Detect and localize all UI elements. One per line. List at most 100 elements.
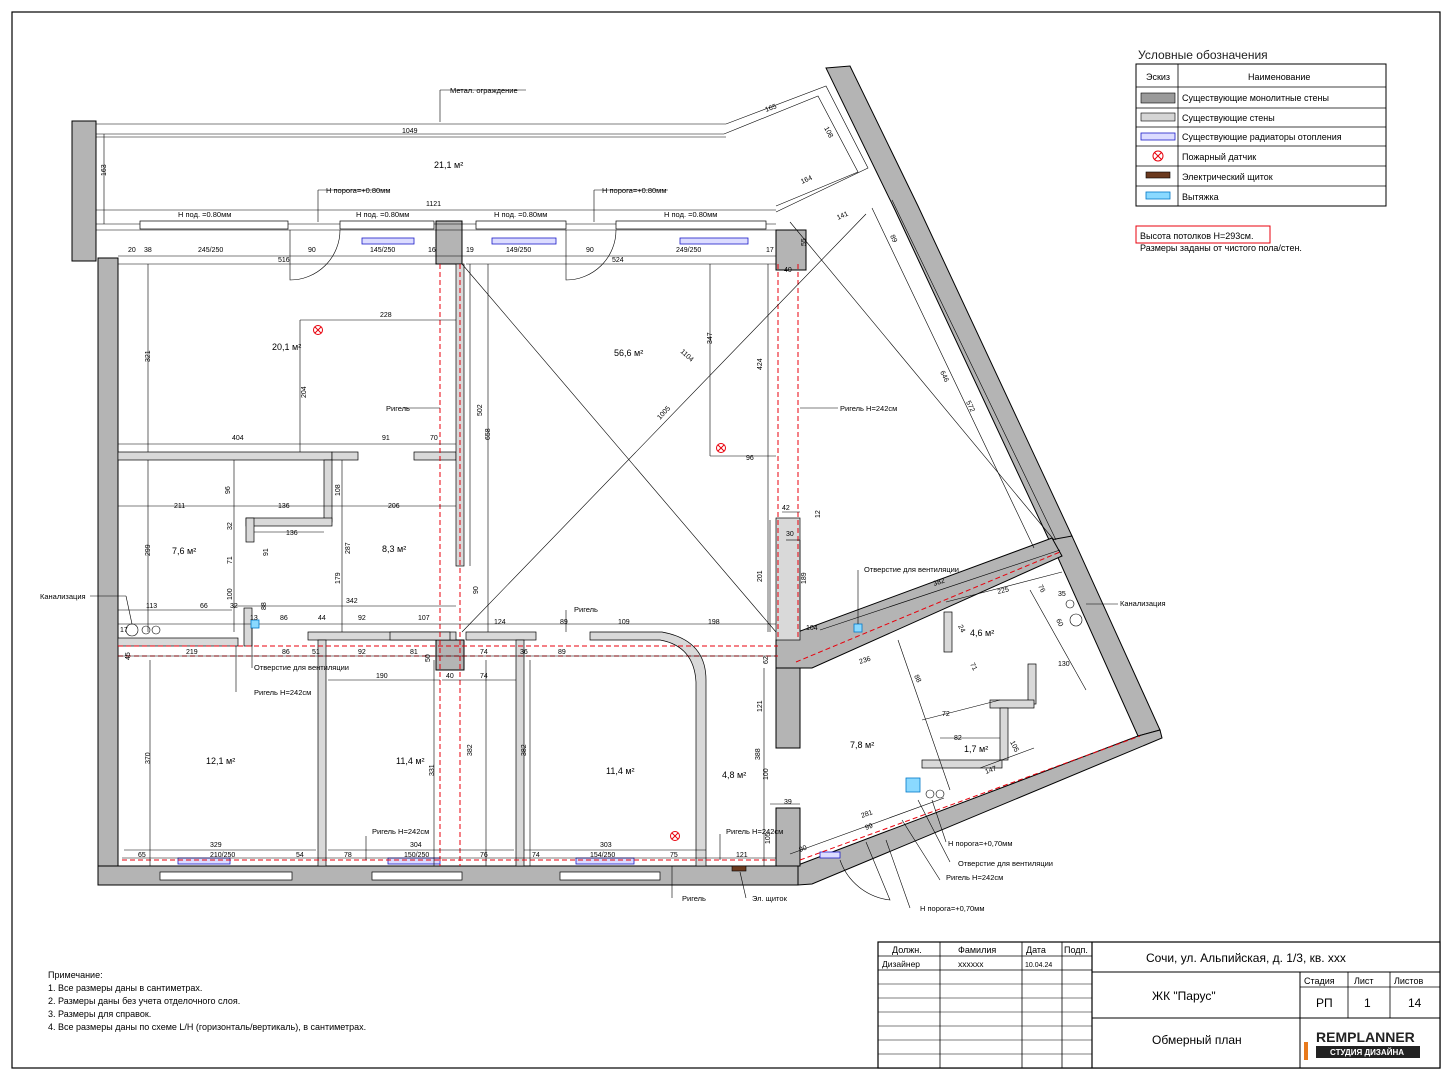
dimensions: 1049 1121 163 165 108 164 141 20 38 245/…: [101, 103, 1070, 859]
dimension-lines: [96, 136, 1087, 866]
dimension-value: 113: [146, 603, 157, 610]
ceiling-height: Высота потолков H=293см.: [1140, 231, 1253, 241]
logo-bar: [1304, 1042, 1308, 1060]
room-area: 7,8 м²: [850, 740, 874, 750]
dimension-value: 82: [954, 735, 962, 742]
dimension-value: 154/250: [590, 852, 615, 859]
dimension-value: 124: [494, 619, 506, 626]
dimension-value: 149/250: [506, 247, 531, 254]
tb-address: Сочи, ул. Альпийская, д. 1/3, кв. ххх: [1146, 951, 1346, 965]
dimension-value: 24: [956, 624, 966, 634]
dimension-value: 17: [120, 627, 128, 634]
dimension-value: 71: [968, 662, 978, 672]
room-area: 1,7 м²: [964, 744, 988, 754]
tb-stage: РП: [1316, 996, 1333, 1010]
tb-position: Дизайнер: [882, 959, 920, 969]
dimension-value: 76: [480, 852, 488, 859]
dimension-value: 206: [388, 503, 400, 510]
tb-surname: xxxxxx: [958, 959, 984, 969]
riser-label: Ригель: [386, 404, 410, 413]
dimension-value: 150/250: [404, 852, 429, 859]
interior-walls: [117, 263, 1037, 867]
radiators: [177, 237, 841, 865]
railing-label: Метал. ограждение: [450, 86, 518, 95]
room-area: 11,4 м²: [396, 756, 425, 766]
dimension-value: 287: [345, 542, 352, 554]
tb-sheet: 1: [1364, 996, 1371, 1010]
doors: [289, 229, 891, 901]
dimension-value: 342: [346, 598, 358, 605]
threshold-label: H порога=+0,70мм: [948, 839, 1013, 848]
logo-sub-bg: [1316, 1046, 1420, 1058]
room-area: 20,1 м²: [272, 342, 301, 352]
dimension-value: 105: [1008, 740, 1019, 754]
dimension-value: 210/250: [210, 852, 235, 859]
floor-label: H под. =0.80мм: [356, 210, 409, 219]
riser-label: Ригель H=242см: [946, 873, 1003, 882]
plan-labels: Метал. ограждение H порога=+0.80мм H пор…: [40, 86, 1166, 913]
note-item: 4. Все размеры даны по схеме L/H (горизо…: [48, 1022, 366, 1032]
dimension-value: 245/250: [198, 247, 223, 254]
sewer-icon: [935, 789, 945, 799]
sewer-icon: [1065, 599, 1075, 609]
dimension-value: 36: [520, 649, 528, 656]
vent-icon: [905, 777, 921, 793]
electrical-panel-icon: [731, 865, 747, 872]
dimension-value: 66: [200, 603, 208, 610]
dimension-value: 38: [144, 247, 152, 254]
dimension-value: 74: [480, 673, 488, 680]
dimension-value: 249/250: [676, 247, 701, 254]
dimension-value: 35: [1058, 591, 1066, 598]
dimension-value: 74: [480, 649, 488, 656]
dimension-value: 121: [757, 700, 764, 712]
dimension-value: 382: [467, 744, 474, 756]
dimension-value: 105: [765, 832, 772, 844]
dimension-value: 104: [806, 625, 818, 632]
riser-label: Ригель: [574, 605, 598, 614]
tb-date: 10.04.24: [1025, 962, 1052, 969]
dimension-value: 424: [757, 358, 764, 370]
dimension-value: 81: [410, 649, 418, 656]
room-area: 11,4 м²: [606, 766, 635, 776]
riser-label: Ригель H=242см: [840, 404, 897, 413]
dimension-value: 88: [261, 602, 268, 610]
dimension-value: 404: [232, 435, 244, 442]
dimension-value: 74: [532, 852, 540, 859]
sewer-icon: [1069, 613, 1083, 627]
legend-title: Условные обозначения: [1138, 48, 1268, 62]
dimension-value: 382: [932, 578, 945, 588]
dimension-value: 40: [784, 267, 792, 274]
dimension-value: 516: [278, 257, 290, 264]
riser-label: Ригель H=242см: [372, 827, 429, 836]
dimension-value: 40: [446, 673, 454, 680]
general-notes: Примечание: 1. Все размеры даны в сантим…: [48, 970, 366, 1032]
dimension-value: 90: [308, 247, 316, 254]
dimension-value: 163: [101, 164, 108, 176]
dimension-value: 32: [227, 522, 234, 530]
dimension-value: 78: [344, 852, 352, 859]
dimension-value: 219: [186, 649, 198, 656]
dimension-value: 1049: [402, 128, 418, 135]
threshold-label: H порога=+0.80мм: [326, 186, 391, 195]
dimension-value: 55: [801, 238, 808, 246]
dimension-value: 1005: [656, 405, 672, 421]
legend-item: Существующие монолитные стены: [1182, 93, 1329, 103]
dimension-value: 89: [888, 234, 898, 244]
legend-item: Вытяжка: [1182, 192, 1219, 202]
sheet-frame: [11, 11, 1441, 1069]
dimension-value: 304: [410, 842, 422, 849]
tb-header-sign: Подп.: [1064, 945, 1088, 955]
dimension-value: 65: [138, 852, 146, 859]
tb-header-position: Должн.: [892, 945, 922, 955]
tb-header-sheets: Листов: [1394, 976, 1423, 986]
dimension-value: 54: [296, 852, 304, 859]
electrical-panel-icon: [1145, 171, 1171, 179]
dimension-value: 321: [145, 350, 152, 362]
dims-note: Размеры заданы от чистого пола/стен.: [1140, 243, 1302, 253]
dimension-value: 71: [227, 556, 234, 564]
dimension-value: 86: [280, 615, 288, 622]
notes-title: Примечание:: [48, 970, 103, 980]
dimension-value: 147: [984, 765, 997, 776]
fire-detector-icon: [670, 831, 680, 841]
